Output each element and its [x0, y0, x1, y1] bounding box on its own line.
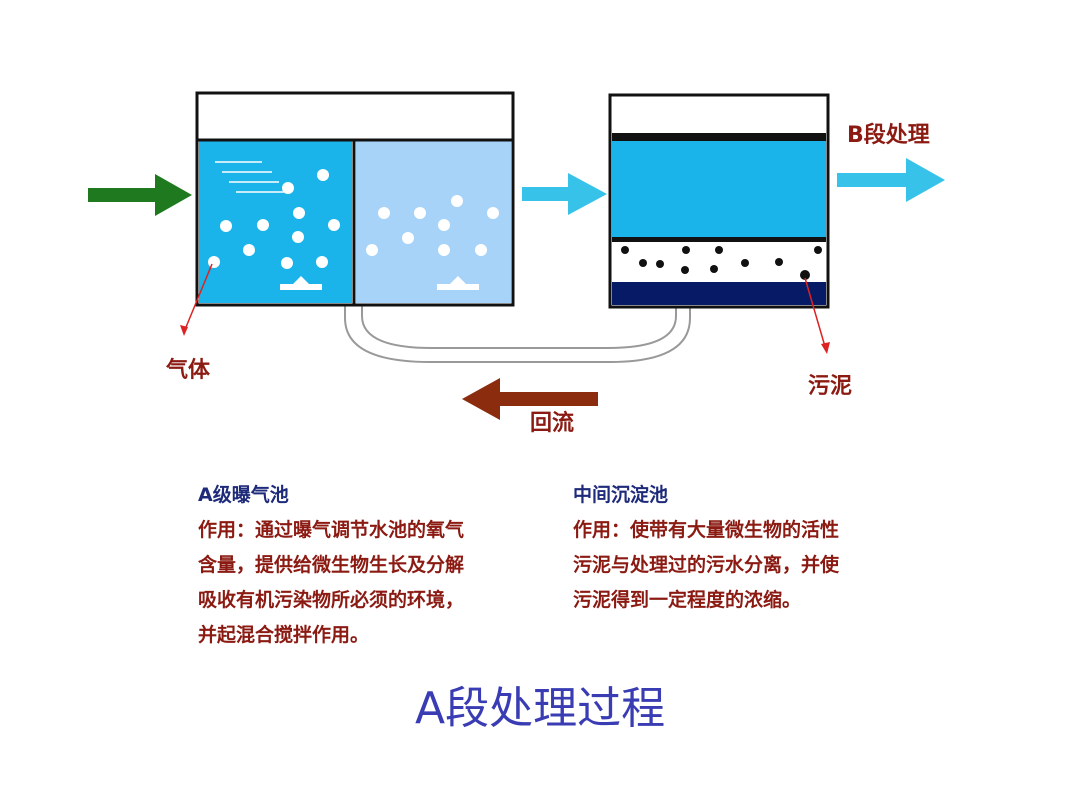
settling-tank-heading: 中间沉淀池	[573, 484, 669, 506]
inflow-arrow	[88, 174, 192, 216]
settling-tank-description: 中间沉淀池 作用：使带有大量微生物的活性 污泥与处理过的污水分离，并使 污泥得到…	[573, 478, 839, 618]
aeration-tank-heading: A级曝气池	[198, 484, 289, 506]
water-ripples	[215, 161, 284, 193]
page-title: A段处理过程	[415, 683, 666, 734]
outflow-arrow	[837, 158, 945, 202]
settling-tank-line: 污泥得到一定程度的浓缩。	[573, 589, 802, 611]
aeration-tank-line: 作用：通过曝气调节水池的氧气	[198, 519, 465, 541]
aeration-tank-line: 含量，提供给微生物生长及分解	[198, 554, 465, 576]
aeration-tank	[195, 91, 515, 307]
settling-tank	[608, 93, 830, 309]
settling-tank-line: 作用：使带有大量微生物的活性	[573, 519, 840, 541]
air-bubbles-left	[208, 169, 340, 269]
air-diffuser-left	[280, 276, 322, 290]
aeration-tank-line: 并起混合搅拌作用。	[198, 624, 370, 646]
air-bubbles-right	[366, 195, 499, 256]
sludge-pointer	[804, 277, 830, 354]
aeration-tank-line: 吸收有机污染物所必须的环境，	[198, 589, 465, 611]
sludge-particles	[621, 246, 822, 280]
return-flow-label: 回流	[530, 411, 575, 436]
gas-pointer	[180, 263, 213, 336]
return-flow-arrow	[462, 378, 598, 420]
transfer-arrow	[522, 173, 607, 215]
b-stage-label: B段处理	[847, 123, 930, 148]
sludge-label: 污泥	[808, 374, 853, 399]
return-pipe	[344, 305, 691, 363]
air-diffuser-right	[437, 276, 479, 290]
gas-label: 气体	[166, 358, 211, 383]
aeration-tank-description: A级曝气池 作用：通过曝气调节水池的氧气 含量，提供给微生物生长及分解 吸收有机…	[198, 478, 464, 653]
settling-tank-line: 污泥与处理过的污水分离，并使	[573, 554, 840, 576]
